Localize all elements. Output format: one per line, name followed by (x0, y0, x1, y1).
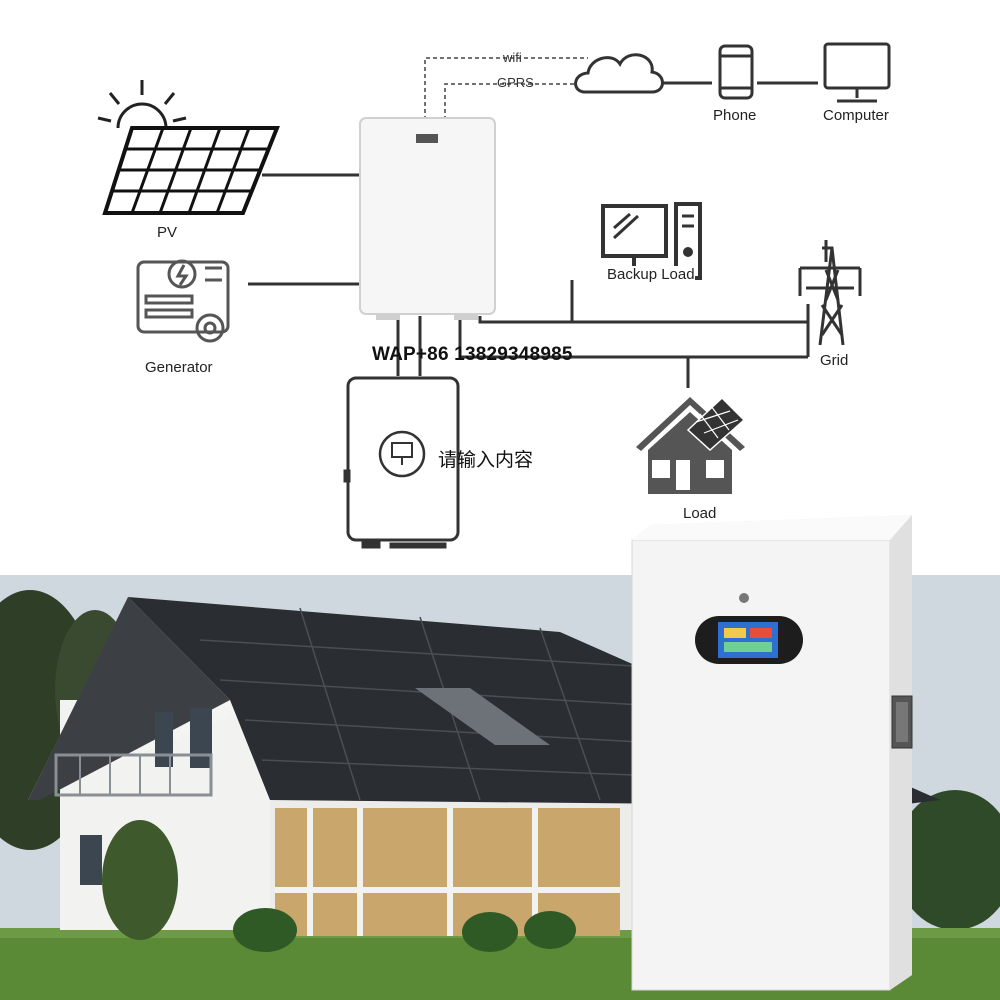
label-load: Load (683, 505, 717, 522)
label-backup-load: Backup Load (607, 266, 695, 283)
placeholder-overlay-text: 请输入内容 (438, 449, 534, 471)
label-grid: Grid (820, 352, 849, 369)
computer-icon (823, 42, 891, 103)
battery-cabinet-photo (631, 515, 913, 991)
label-wifi: wifi (503, 50, 522, 65)
cloud-icon (574, 53, 664, 94)
label-computer: Computer (823, 107, 889, 124)
label-phone: Phone (713, 107, 757, 124)
contact-overlay-text: WAP+86 13829348985 (372, 344, 573, 365)
label-gprs: GPRS (497, 75, 534, 90)
generator-icon (136, 259, 230, 343)
wall-battery-icon (359, 117, 496, 320)
solar-panel-icon (102, 126, 280, 215)
sun-icon (97, 80, 187, 129)
label-generator: Generator (145, 359, 213, 376)
wireless-links (424, 57, 588, 120)
inverter-icon (343, 376, 460, 549)
phone-icon (718, 44, 754, 100)
connection-lines (248, 81, 818, 388)
house-icon (636, 396, 746, 494)
label-pv: PV (157, 224, 178, 241)
grid-tower-icon (798, 240, 862, 346)
